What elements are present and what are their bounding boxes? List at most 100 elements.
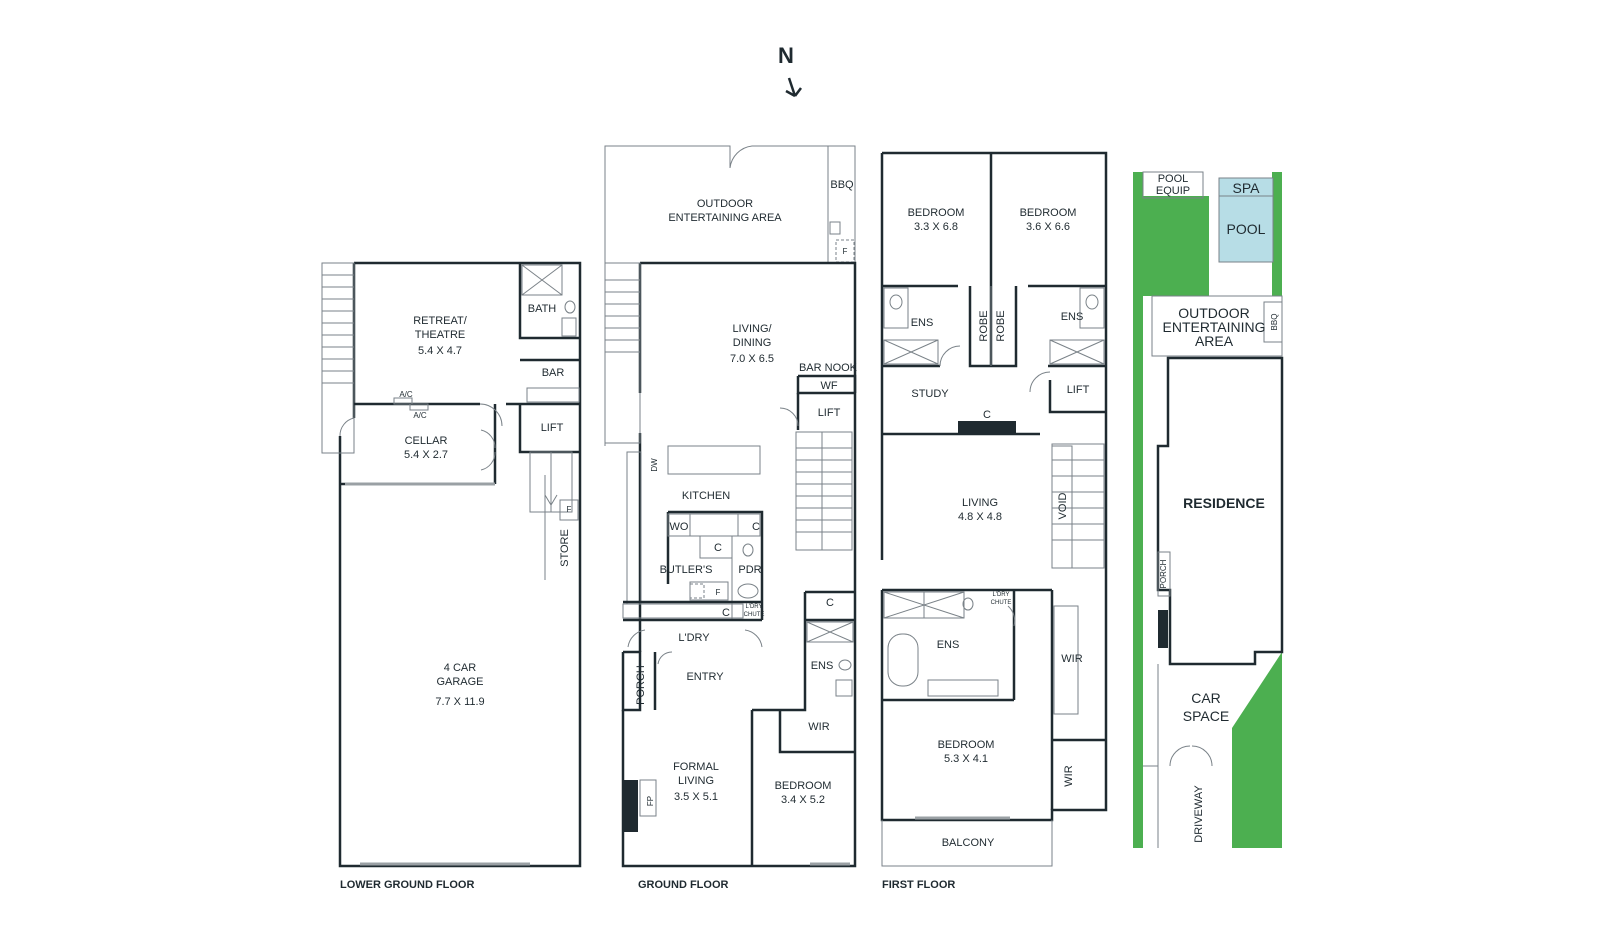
formal-living-label-1: FORMAL [673, 761, 719, 773]
ground-bedroom-dimensions: 3.4 X 5.2 [781, 794, 825, 806]
void-stair-treads [1052, 459, 1104, 541]
ens2-label: ENS [1061, 311, 1084, 323]
kitchen-label: KITCHEN [682, 490, 730, 502]
ground-lift-label: LIFT [818, 407, 841, 419]
ground-floor-plan: OUTDOOR ENTERTAINING AREA BBQ F LIVING/ … [604, 145, 858, 891]
void-label: VOID [1057, 493, 1069, 520]
wine-fridge-label: WF [820, 380, 837, 392]
bar-label: BAR [542, 367, 565, 379]
wall-oven-label: WO [670, 521, 689, 533]
garage-dimensions: 7.7 X 11.9 [435, 696, 484, 708]
cupboard-label-4: C [826, 597, 834, 609]
site-outdoor-label-2: ENTERTAINING [1163, 319, 1266, 335]
bed1-dimensions: 3.3 X 6.8 [914, 221, 958, 233]
bar-nook-label: BAR NOOK [799, 362, 858, 374]
site-outdoor-label-1: OUTDOOR [1178, 305, 1250, 321]
pool-equip-label-2: EQUIP [1156, 185, 1190, 197]
ground-wir-label: WIR [808, 721, 829, 733]
car-space-label-2: SPACE [1183, 708, 1229, 724]
bbq-label: BBQ [830, 179, 854, 191]
first-ldry-chute-label-2: CHUTE [991, 600, 1012, 606]
north-label: N [778, 43, 794, 68]
formal-living-label-2: LIVING [678, 775, 714, 787]
driveway-label: DRIVEWAY [1193, 785, 1205, 843]
spa-label: SPA [1233, 180, 1261, 196]
outdoor-fridge-label: F [843, 247, 848, 256]
wir2-label: WIR [1063, 765, 1075, 786]
bath-label: BATH [528, 303, 557, 315]
ldry-chute-label-2: CHUTE [744, 612, 765, 618]
ens1-label: ENS [911, 317, 934, 329]
study-label: STUDY [911, 388, 949, 400]
bed3-label: BEDROOM [938, 739, 995, 751]
ground-ens-label: ENS [811, 660, 834, 672]
retreat-label-2: THEATRE [415, 329, 466, 341]
garage-label-1: 4 CAR [444, 662, 476, 674]
dishwasher-label: DW [650, 458, 659, 472]
first-floor-title: FIRST FLOOR [882, 879, 955, 891]
porch-label: PORCH [635, 665, 647, 705]
garden-strip-right-top [1272, 172, 1282, 296]
first-living-dimensions: 4.8 X 4.8 [958, 511, 1002, 523]
garage-label-2: GARAGE [436, 676, 483, 688]
fireplace-icon [623, 780, 638, 832]
pool-label: POOL [1227, 221, 1266, 237]
first-lift-label: LIFT [1067, 384, 1090, 396]
garden-bed-south [1232, 652, 1282, 848]
powder-room-label: PDR [738, 564, 761, 576]
ac-label-1: A/C [399, 390, 413, 399]
retreat-label-1: RETREAT/ [413, 315, 468, 327]
site-bbq-label: BBQ [1270, 314, 1279, 331]
arrow-icon [785, 77, 802, 98]
pool-shape [1218, 195, 1274, 263]
pool-equip-label-1: POOL [1158, 173, 1189, 185]
cellar-dimensions: 5.4 X 2.7 [404, 449, 448, 461]
site-plan: POOL EQUIP SPA POOL OUTDOOR ENTERTAINING… [1133, 171, 1284, 848]
mid-stair-treads [796, 447, 852, 533]
butlers-label: BUTLER'S [660, 564, 713, 576]
first-ldry-chute-label-1: L'DRY [992, 592, 1009, 598]
fridge-label: F [567, 505, 572, 514]
outdoor-label-2: ENTERTAINING AREA [668, 212, 782, 224]
residence-door-icon [1158, 610, 1168, 648]
cupboard-label-2: C [714, 542, 722, 554]
ldry-chute-label-1: L'DRY [745, 604, 762, 610]
first-living-label: LIVING [962, 497, 998, 509]
car-space-label-1: CAR [1191, 690, 1221, 706]
bed1-label: BEDROOM [908, 207, 965, 219]
ens3-label: ENS [937, 639, 960, 651]
bed3-dimensions: 5.3 X 4.1 [944, 753, 988, 765]
outdoor-label-1: OUTDOOR [697, 198, 753, 210]
living-dining-dimensions: 7.0 X 6.5 [730, 353, 774, 365]
garden-bed-north [1143, 196, 1209, 296]
ac-label-2: A/C [413, 411, 427, 420]
cellar-label: CELLAR [405, 435, 448, 447]
garden-strip-left [1133, 172, 1143, 848]
store-label: STORE [559, 529, 571, 567]
robe2-label: ROBE [995, 310, 1007, 341]
lift-label: LIFT [541, 422, 564, 434]
study-desk-icon [958, 421, 1016, 435]
living-dining-label-2: DINING [733, 337, 772, 349]
fireplace-label: FP [646, 796, 655, 806]
robe1-label: ROBE [978, 310, 990, 341]
north-arrow: N [778, 43, 802, 98]
stair-treads [322, 274, 354, 384]
laundry-label: L'DRY [678, 632, 710, 644]
cupboard-label-1: C [752, 521, 760, 533]
ground-floor-title: GROUND FLOOR [638, 879, 728, 891]
balcony-label: BALCONY [942, 837, 995, 849]
bed2-label: BEDROOM [1020, 207, 1077, 219]
ground-stair-treads [605, 279, 640, 353]
residence-label: RESIDENCE [1183, 495, 1265, 511]
butlers-fridge-label: F [716, 588, 721, 597]
lower-floor-title: LOWER GROUND FLOOR [340, 879, 474, 891]
study-cupboard-label: C [983, 409, 991, 421]
wir1-label: WIR [1061, 653, 1082, 665]
first-floor-plan: BEDROOM 3.3 X 6.8 BEDROOM 3.6 X 6.6 ENS … [880, 151, 1108, 891]
cupboard-label-3: C [722, 607, 730, 619]
entry-label: ENTRY [686, 671, 724, 683]
ground-bedroom-label: BEDROOM [775, 780, 832, 792]
lower-ground-floor-plan: BATH RETREAT/ THEATRE 5.4 X 4.7 BAR A/C … [321, 261, 582, 891]
